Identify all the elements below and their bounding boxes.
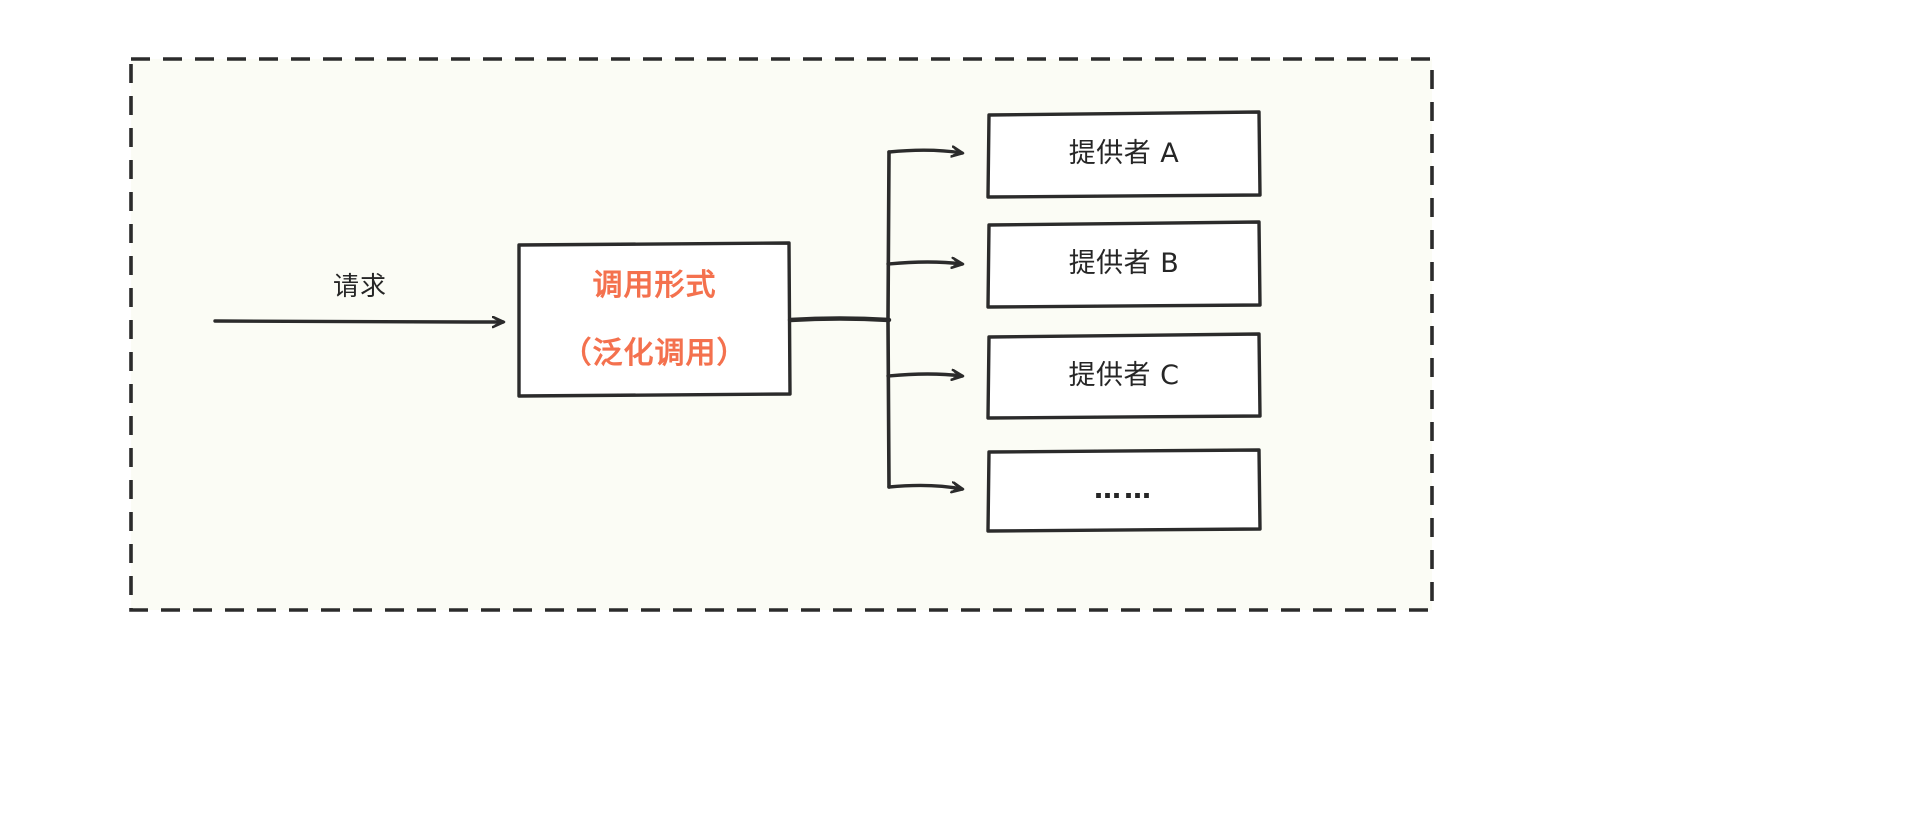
provider-box-2[interactable] bbox=[986, 332, 1262, 420]
provider-box-1[interactable] bbox=[986, 220, 1262, 309]
branch-edge-provider-c bbox=[886, 374, 962, 376]
provider-box-3[interactable] bbox=[986, 448, 1262, 533]
branch-trunk-line bbox=[886, 150, 891, 489]
branch-edge-provider-a bbox=[887, 150, 962, 153]
request-edge-line bbox=[213, 321, 503, 322]
provider-box-0[interactable] bbox=[986, 110, 1262, 199]
branch-edge-provider-more bbox=[887, 485, 962, 489]
central-to-trunk-connector bbox=[787, 316, 892, 323]
central-node-box[interactable] bbox=[517, 241, 792, 398]
branch-edge-provider-b bbox=[886, 262, 962, 264]
